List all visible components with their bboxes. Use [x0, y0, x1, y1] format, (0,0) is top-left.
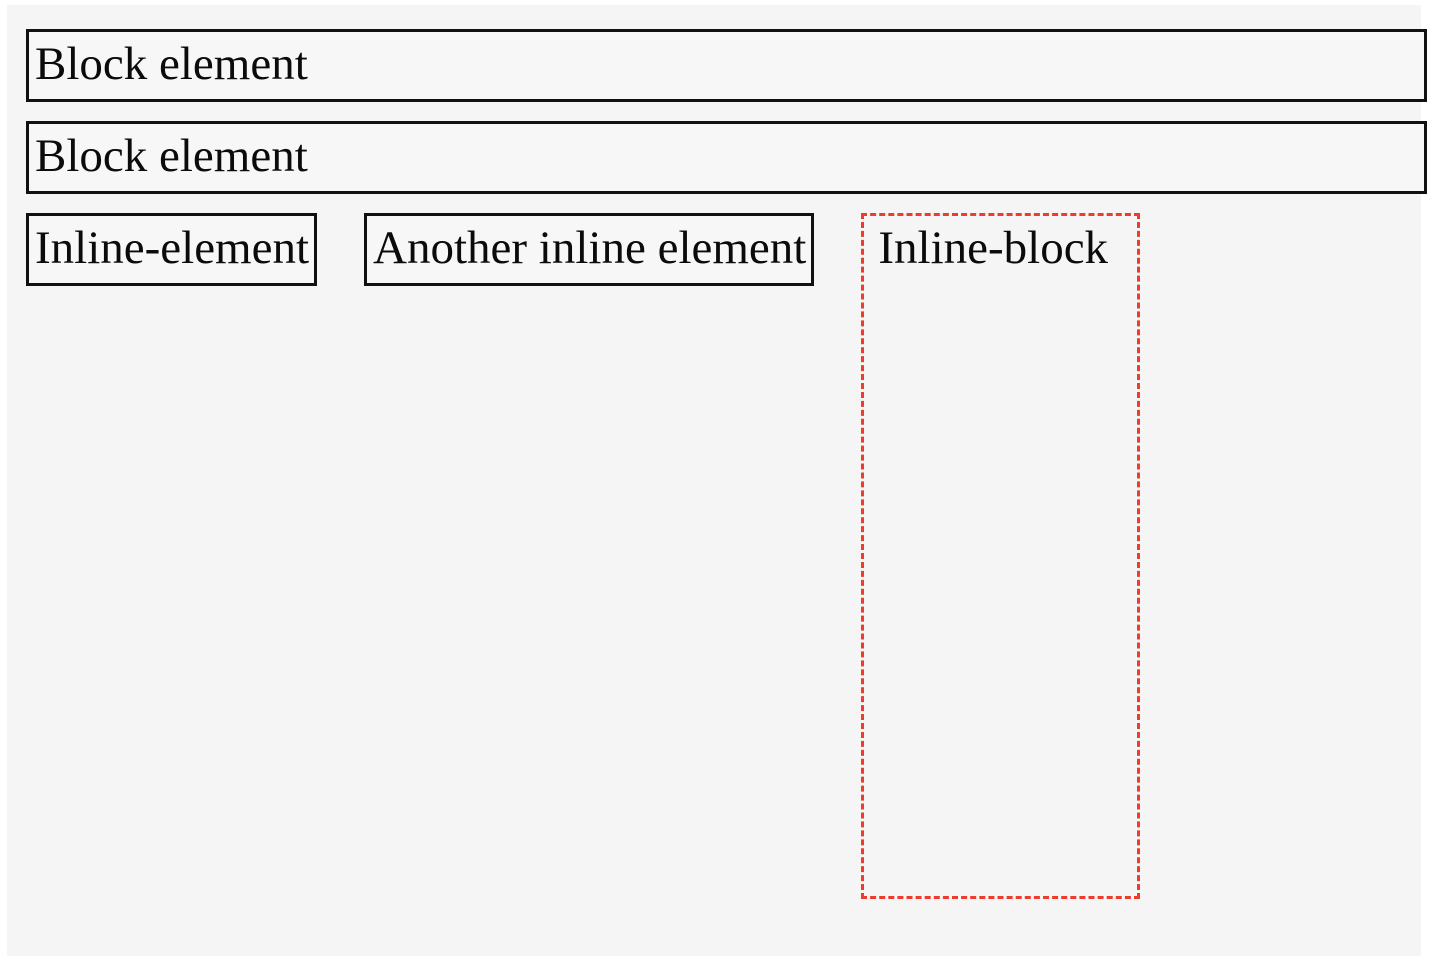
inline-elements-row: Inline-element Another inline element Inli… — [26, 213, 1421, 899]
page-surface: Block element Block element Inline-eleme… — [7, 5, 1427, 956]
block-element-2: Block element — [26, 121, 1427, 194]
display-demo-content: Block element Block element Inline-eleme… — [26, 29, 1427, 899]
inline-element-1: Inline-element — [26, 213, 318, 286]
inline-element-2: Another inline element — [364, 213, 815, 286]
block-element-1: Block element — [26, 29, 1427, 102]
inline-block-element: Inline-block — [861, 213, 1141, 899]
